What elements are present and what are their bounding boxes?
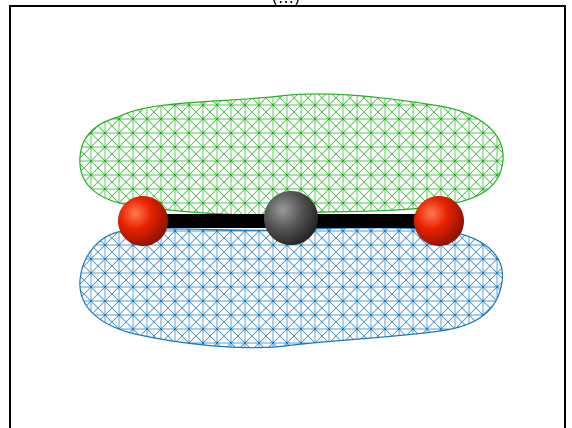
bond-left [142,214,292,228]
bond-right [290,214,438,228]
carbon-atom [264,191,318,245]
oxygen-atom-right [414,196,464,246]
oxygen-atom-left [118,196,168,246]
figure-title-fragment: (…) [0,0,572,6]
